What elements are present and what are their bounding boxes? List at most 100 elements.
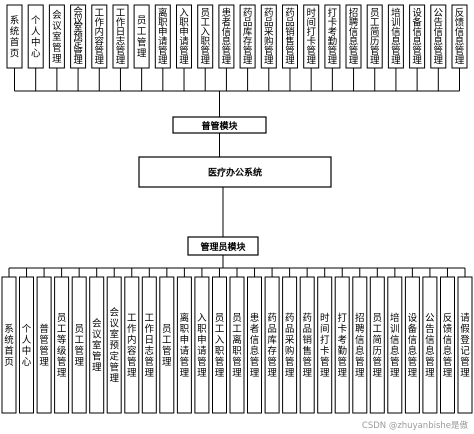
bottom-module-label-char: 者	[250, 324, 260, 335]
bottom-module-label-char: 息	[355, 345, 365, 357]
top-module-label-char: 信	[349, 26, 359, 38]
top-module-label-char: 议	[52, 21, 62, 32]
bottom-module-label-char: 理	[74, 357, 84, 368]
bottom-module-label-char: 管	[390, 356, 400, 368]
top-module-label-char: 品	[285, 17, 295, 28]
top-module-label-char: 管	[158, 45, 168, 57]
top-module-label-char: 会	[73, 6, 83, 18]
bottom-module-label-char: 志	[145, 345, 155, 357]
bottom-module-label-char: 患	[250, 312, 260, 324]
bottom-module-label-char: 会	[92, 318, 102, 330]
top-module-label-char: 入	[179, 8, 189, 19]
bottom-module-label-char: 记	[460, 345, 470, 357]
bottom-module-label-char: 日	[145, 335, 155, 346]
top-module-label-char: 管	[200, 45, 210, 57]
top-module-label-char: 志	[116, 35, 126, 47]
bottom-module-label-char: 理	[109, 374, 119, 385]
top-module-label-char: 职	[200, 36, 210, 47]
top-module-label-char: 销	[285, 26, 295, 38]
bottom-module-label-char: 息	[425, 345, 435, 357]
top-module-label-char: 信	[455, 26, 465, 38]
bottom-module-label-char: 议	[109, 319, 119, 330]
bottom-module-label-char: 设	[408, 313, 418, 324]
top-module-label-char: 议	[73, 15, 83, 26]
bottom-module-label-char: 理	[320, 368, 330, 379]
top-module-label-char: 内	[95, 26, 105, 38]
top-module-label-char: 管	[52, 42, 62, 54]
bottom-module-label-char: 管	[373, 356, 383, 368]
top-module-label-char: 室	[73, 22, 83, 34]
bottom-module-label-char: 管	[443, 356, 453, 368]
bottom-module-label-char: 培	[390, 312, 400, 324]
bottom-module-label-char: 员	[57, 313, 67, 324]
bottom-module-label-char: 统	[4, 334, 14, 346]
bottom-module-label-char: 员	[215, 313, 225, 324]
bottom-module-label-char: 考	[337, 335, 347, 346]
top-module-label-char: 存	[243, 35, 253, 47]
bottom-module-label-char: 理	[302, 368, 312, 379]
bottom-module-label-char: 管	[162, 345, 172, 357]
top-module-label-char: 作	[116, 16, 126, 28]
bottom-module-label-char: 管	[109, 362, 119, 374]
top-module-label-char: 采	[264, 27, 274, 38]
top-module-label-char: 理	[222, 55, 232, 66]
bottom-module-label-char: 理	[285, 368, 295, 379]
top-module-label-char: 理	[455, 55, 465, 66]
top-module-label-char: 打	[306, 26, 316, 38]
top-module-label-char: 打	[328, 7, 338, 19]
bottom-module-label-char: 管	[302, 356, 312, 368]
top-module-label-char: 馈	[455, 16, 465, 28]
bottom-module-label-char: 告	[425, 323, 435, 335]
top-module-label-char: 理	[328, 55, 338, 66]
bottom-module-label-char: 管	[215, 356, 225, 368]
bottom-module-label-char: 员	[74, 324, 84, 335]
top-module-label-char: 管	[412, 45, 422, 57]
watermark: CSDN @zhuyanbishe是傲	[361, 421, 468, 431]
bottom-module-label-char: 级	[57, 345, 67, 357]
bottom-module-label-char: 员	[373, 313, 383, 324]
top-module-label-char: 个	[31, 16, 41, 27]
top-module-label-char: 管	[349, 45, 359, 57]
top-module-label-char: 理	[52, 54, 62, 65]
top-hub-label: 普管模块	[201, 120, 238, 132]
bottom-module-label-char: 理	[390, 368, 400, 379]
bottom-module-label-char: 品	[302, 324, 312, 335]
bottom-module-label-char: 管	[39, 345, 49, 357]
top-module-label-char: 申	[179, 26, 189, 38]
bottom-module-label-char: 职	[197, 324, 207, 335]
bottom-module-label-char: 简	[373, 334, 383, 346]
top-module-label-char: 理	[349, 55, 359, 66]
top-module-label-char: 历	[370, 36, 380, 47]
top-module-label-char: 预	[73, 31, 83, 42]
bottom-module-label-char: 馈	[443, 323, 453, 335]
top-module-label-char: 品	[243, 17, 253, 28]
top-module-label-char: 中	[31, 37, 41, 49]
top-module-label-char: 职	[179, 17, 189, 28]
bottom-module-label-char: 工	[215, 324, 225, 335]
bottom-module-label-char: 理	[145, 368, 155, 379]
bottom-module-label-char: 训	[390, 324, 400, 335]
bottom-module-label-char: 打	[320, 334, 330, 346]
